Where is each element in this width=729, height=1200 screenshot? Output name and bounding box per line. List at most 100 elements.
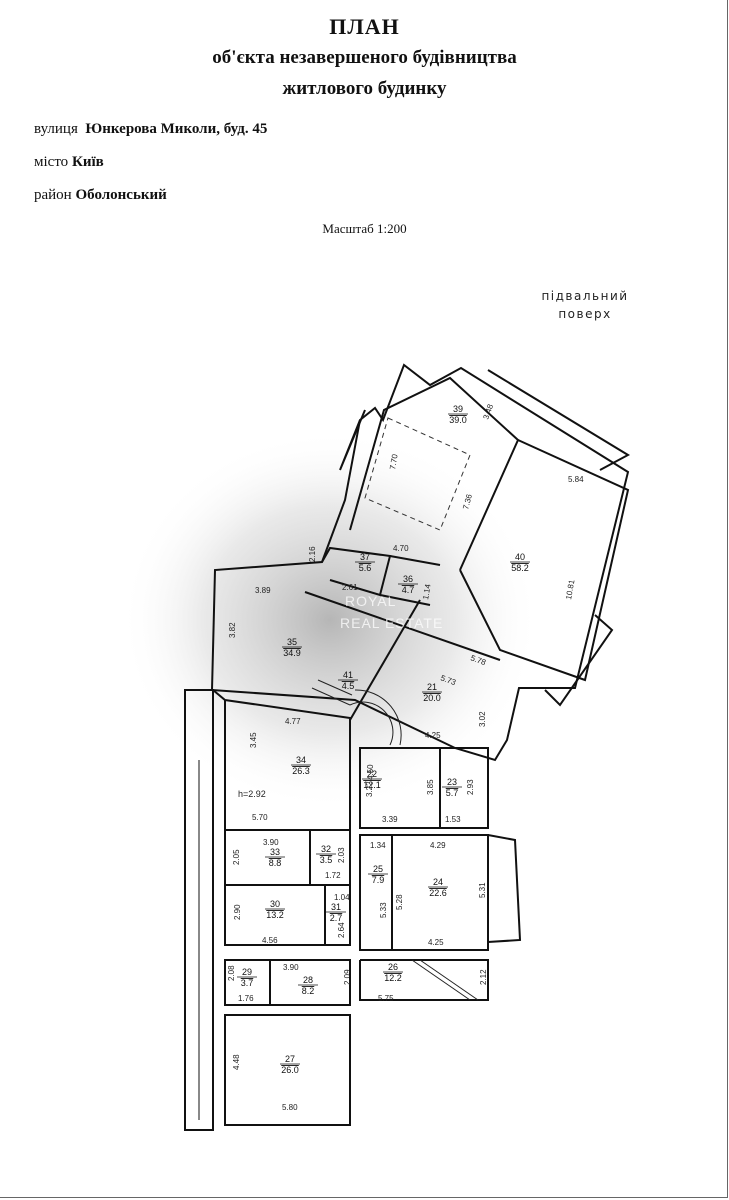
room-number: 33 [270,847,280,857]
watermark-line1: ROYAL [345,593,396,609]
room-area: 12.1 [363,780,381,790]
dimension-label: 3.82 [228,622,237,638]
dimension-label: 5.80 [282,1103,298,1112]
room-number: 30 [270,899,280,909]
dimension-label: 3.22 [365,781,374,797]
dimension-label: 2.09 [343,969,352,985]
city-line: місто Київ [34,154,104,171]
dimension-label: 2.93 [466,779,475,795]
room-number: 41 [343,670,353,680]
dimension-label: 4.77 [285,717,301,726]
room-area: 22.6 [429,888,447,898]
dimension-label: 3.02 [478,711,487,727]
ceiling-height: h=2.92 [238,789,266,799]
room-number: 36 [403,574,413,584]
room-area: 26.3 [292,766,310,776]
room-number: 24 [433,877,443,887]
room-area: 12.2 [384,973,402,983]
room-area: 39.0 [449,415,467,425]
room-area: 58.2 [511,563,529,573]
street-value: Юнкерова Миколи, буд. 45 [85,121,268,137]
scale-label: Масштаб 1:200 [322,221,407,236]
dimension-label: 4.25 [425,731,441,740]
room-area: 5.6 [359,563,372,573]
room-area: 34.9 [283,648,301,658]
dimension-label: 7.36 [461,493,474,511]
dimension-label: 4.50 [366,764,375,780]
room-area: 2.7 [330,913,343,923]
dimension-label: 2.05 [232,849,241,865]
room-area: 7.9 [372,875,385,885]
dimension-label: 5.70 [252,813,268,822]
district-label: район [34,187,72,203]
watermark-line2: REAL ESTATE [340,615,443,631]
stair [311,679,479,1001]
dimension-label: 3.39 [382,815,398,824]
dimension-label: 4.56 [262,936,278,945]
dimension-label: 4.29 [430,841,446,850]
street-label: вулиця [34,121,78,137]
dashed-zone [364,417,471,531]
room-area: 3.5 [320,855,333,865]
dimension-label: 5.33 [379,902,388,918]
room-number: 21 [427,682,437,692]
room-number: 28 [303,975,313,985]
dimension-label: 2.03 [337,847,346,863]
room-area: 8.8 [269,858,282,868]
district-line: район Оболонський [34,187,167,204]
dimension-label: 7.70 [388,453,400,470]
city-value: Київ [71,154,104,170]
district-value: Оболонський [75,187,167,203]
dimension-label: 3.85 [426,779,435,795]
dimension-label: 2.12 [479,969,488,985]
room-number: 26 [388,962,398,972]
dimension-label: 2.61 [342,583,358,592]
dimension-label: 10.81 [564,579,576,601]
room-number: 40 [515,552,525,562]
room-area: 5.7 [446,788,459,798]
dimension-label: 1.14 [421,583,433,600]
room-area: 3.7 [241,978,254,988]
room-number: 27 [285,1054,295,1064]
dimension-label: 3.90 [263,838,279,847]
plan-subtitle-line1: об'єкта незавершеного будівництва [212,47,517,68]
plan-title: ПЛАН [329,14,400,39]
dimension-label: 4.48 [232,1054,241,1070]
room-area: 20.0 [423,693,441,703]
floor-label-line1: підвальний [541,289,629,303]
dimension-label: 5.28 [395,894,404,910]
room-number: 29 [242,967,252,977]
street-line: вулиця Юнкерова Миколи, буд. 45 [34,121,267,138]
dimension-label: 2.90 [233,904,242,920]
dimension-label: 3.45 [249,732,258,748]
plan-subtitle-line2: житлового будинку [282,78,447,99]
room-number: 35 [287,637,297,647]
watermark-glow [120,430,540,810]
room-area: 4.7 [402,585,415,595]
city-label: місто [34,154,69,170]
room-area: 26.0 [281,1065,299,1075]
dimension-label: 1.04 [334,893,350,902]
room-number: 25 [373,864,383,874]
dimension-label: 4.25 [428,938,444,947]
dimension-label: 5.84 [568,475,584,484]
room-number: 39 [453,404,463,414]
dimension-label: 2.08 [227,965,236,981]
dimension-label: 5.31 [478,882,487,898]
dimension-label: 4.70 [393,544,409,553]
dimension-label: 3.89 [255,586,271,595]
dimension-label: 1.53 [445,815,461,824]
floor-label-line2: поверх [558,307,612,321]
floor-label: підвальний поверх [520,287,650,323]
dimension-label: 1.76 [238,994,254,1003]
room-area: 13.2 [266,910,284,920]
room-number: 34 [296,755,306,765]
room-area: 4.5 [342,681,355,691]
dimension-label: 5.75 [378,994,394,1003]
dimension-label: 3.90 [283,963,299,972]
room-number: 31 [331,902,341,912]
